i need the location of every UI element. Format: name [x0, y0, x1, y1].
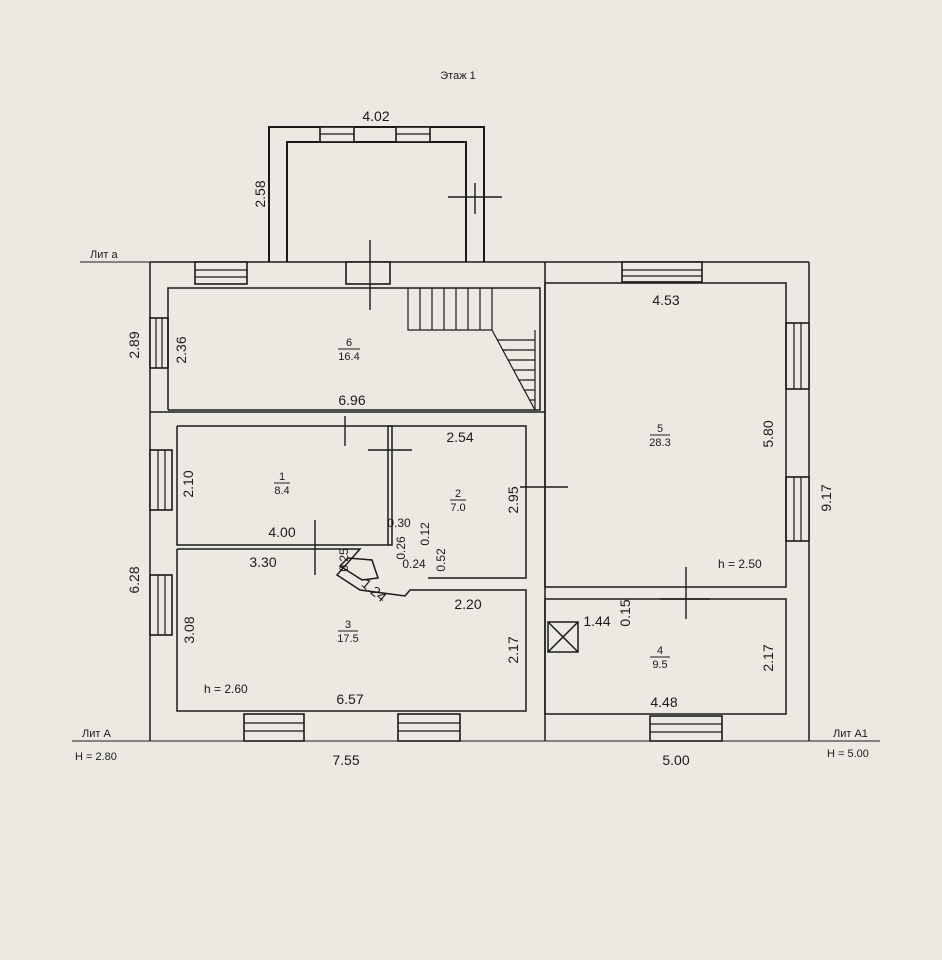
- dim-r4-gap: 0.15: [617, 599, 633, 626]
- room-1-number: 1: [279, 471, 285, 483]
- room-5-number: 5: [657, 423, 663, 435]
- lit-a-big-height: Н = 2.80: [75, 751, 117, 763]
- dim-r3-right: 2.17: [505, 636, 521, 663]
- dim-r3-bottom: 6.57: [336, 691, 363, 707]
- dim-lit-a-height: 2.89: [126, 331, 142, 358]
- staircase: [407, 288, 536, 411]
- dim-r6-height: 2.36: [173, 336, 189, 363]
- lit-a1-height: Н = 5.00: [827, 748, 869, 760]
- boiler-box: [547, 621, 579, 653]
- room-6-area: 16.4: [338, 351, 359, 363]
- outer-windows: [149, 261, 810, 742]
- room-2: [368, 425, 568, 579]
- room-4: [544, 567, 787, 715]
- room-6: [167, 240, 541, 411]
- dim-bottom-left: 7.55: [332, 752, 359, 768]
- dim-porch-depth: 2.58: [252, 180, 268, 207]
- dim-r1-height: 2.10: [180, 470, 196, 497]
- room-4-number: 4: [657, 645, 663, 657]
- dim-r5-height: 5.80: [760, 420, 776, 447]
- dim-r6-width: 6.96: [338, 392, 365, 408]
- dim-r2-height: 2.95: [505, 486, 521, 513]
- room-2-area: 7.0: [450, 502, 465, 514]
- dim-r4-height: 2.17: [760, 644, 776, 671]
- room-3-area: 17.5: [337, 633, 358, 645]
- dim-small-024: 0.24: [402, 557, 426, 571]
- lit-a1-label: Лит А1: [833, 728, 868, 740]
- lit-a-big-label: Лит А: [82, 728, 111, 740]
- dim-small-012: 0.12: [418, 522, 432, 546]
- dim-bottom-right: 5.00: [662, 752, 689, 768]
- dim-small-026: 0.26: [394, 536, 408, 560]
- room-4-area: 9.5: [652, 659, 667, 671]
- dim-r3-left: 3.08: [181, 616, 197, 643]
- dim-r3-top: 3.30: [249, 554, 276, 570]
- dim-total-right-height: 9.17: [818, 484, 834, 511]
- floor-title: Этаж 1: [440, 70, 475, 82]
- dim-small-052: 0.52: [434, 548, 448, 572]
- dim-small-030: 0.30: [387, 516, 411, 530]
- room-2-number: 2: [455, 488, 461, 500]
- lit-a-small-label: Лит а: [90, 249, 118, 261]
- room-5-area: 28.3: [649, 437, 670, 449]
- room-1: [176, 416, 393, 546]
- dim-r1-width: 4.00: [268, 524, 295, 540]
- outer-walls: [149, 261, 810, 741]
- room-5: [544, 282, 787, 588]
- room-6-number: 6: [346, 337, 352, 349]
- dim-r2-width: 2.54: [446, 429, 473, 445]
- room-3-number: 3: [345, 619, 351, 631]
- height-r5: h = 2.50: [718, 557, 762, 571]
- dim-r4-width: 4.48: [650, 694, 677, 710]
- dim-r5-width: 4.53: [652, 292, 679, 308]
- height-r3: h = 2.60: [204, 682, 248, 696]
- dim-porch-width: 4.02: [362, 108, 389, 124]
- dim-r4-boiler: 1.44: [583, 613, 610, 629]
- dim-lower-left-height: 6.28: [126, 566, 142, 593]
- room-1-area: 8.4: [274, 485, 289, 497]
- dim-r3-step: 2.20: [454, 596, 481, 612]
- room-3: [176, 520, 527, 712]
- porch: [268, 126, 502, 262]
